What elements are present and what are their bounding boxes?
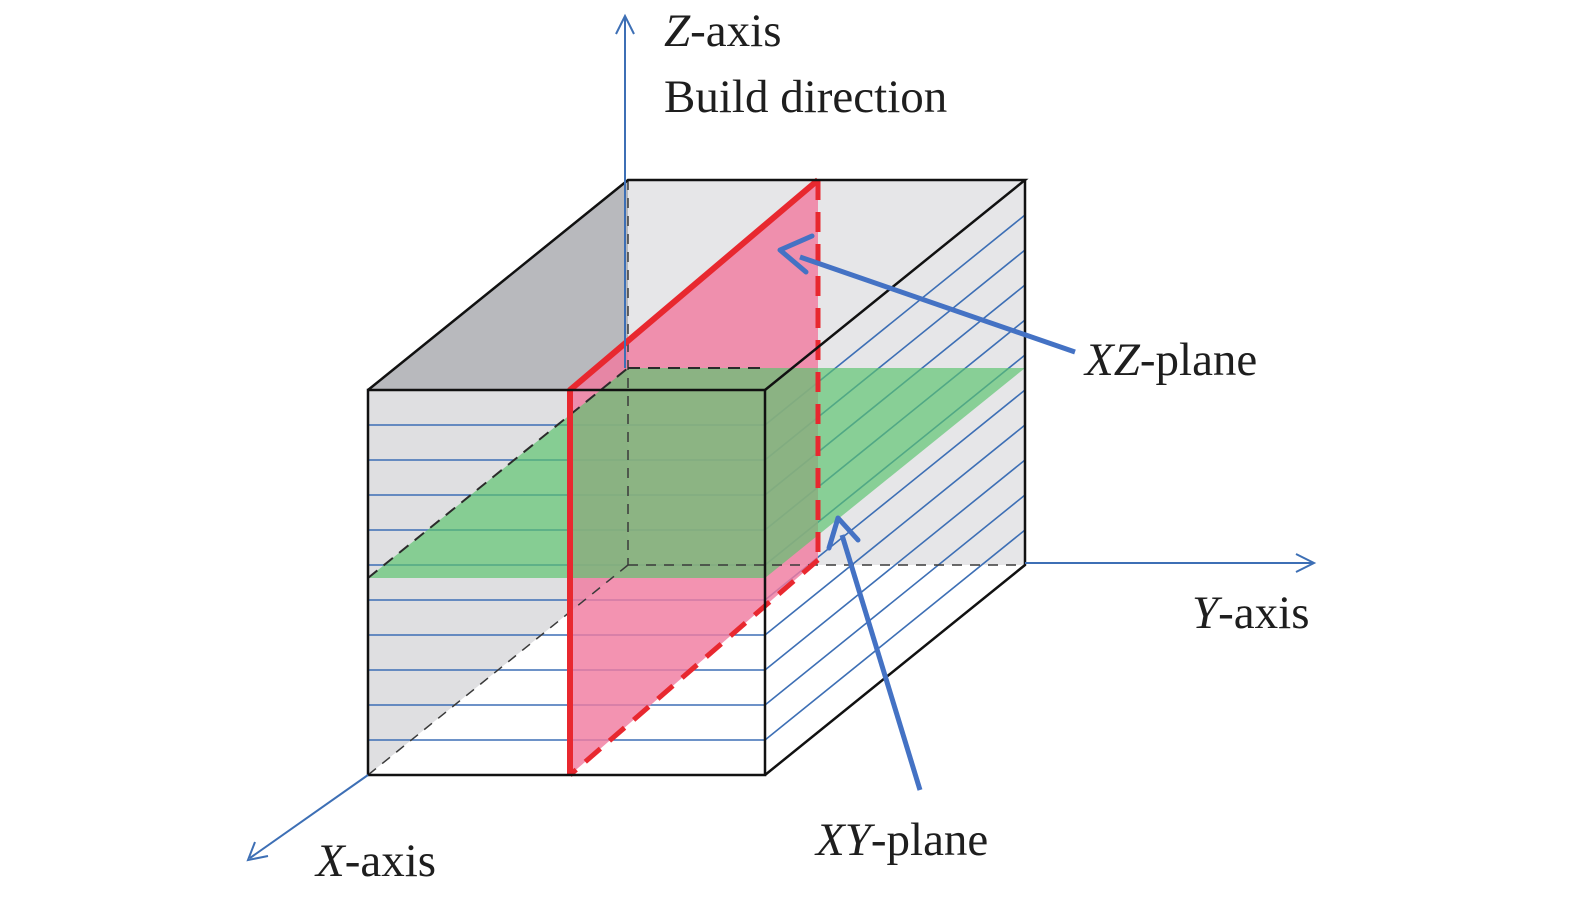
xy-plane-dashed-edge	[367, 367, 629, 579]
y-axis-suffix: -axis	[1218, 587, 1309, 639]
z-axis	[615, 13, 635, 368]
x-axis-suffix: -axis	[345, 835, 436, 887]
y-axis	[1025, 553, 1317, 573]
y-axis-label: Y-axis	[1192, 587, 1310, 639]
xy-plane-label: XY-plane	[814, 814, 988, 866]
build-layer-line	[764, 494, 1026, 706]
xz-plane-pointer-arrow	[777, 233, 1076, 355]
xz-plane-dashed-edge	[568, 558, 820, 777]
build-layer-line	[764, 459, 1026, 671]
z-axis-letter: Z	[664, 5, 691, 57]
xy-plane-shape	[368, 368, 1025, 578]
x-axis	[246, 774, 369, 862]
x-axis-label: X-axis	[314, 835, 436, 887]
cube-outline	[366, 178, 1029, 777]
xy-plane-pointer-arrow	[826, 515, 923, 791]
xz-plane-label: XZ-plane	[1083, 334, 1257, 386]
build-layer-line	[764, 529, 1026, 741]
xz-plane-letters: XZ	[1083, 334, 1141, 386]
y-axis-letter: Y	[1192, 587, 1223, 639]
build-direction-label: Build direction	[664, 71, 947, 123]
xy-plane-letters: XY	[814, 814, 876, 866]
xz-plane-suffix: -plane	[1140, 334, 1257, 386]
hidden-edge-diagonal	[367, 564, 629, 776]
build-layer-line	[764, 424, 1026, 636]
xy-plane-suffix: -plane	[871, 814, 988, 866]
z-axis-suffix: -axis	[690, 5, 781, 57]
x-axis-letter: X	[314, 835, 347, 887]
z-axis-label: Z-axis	[664, 5, 782, 57]
